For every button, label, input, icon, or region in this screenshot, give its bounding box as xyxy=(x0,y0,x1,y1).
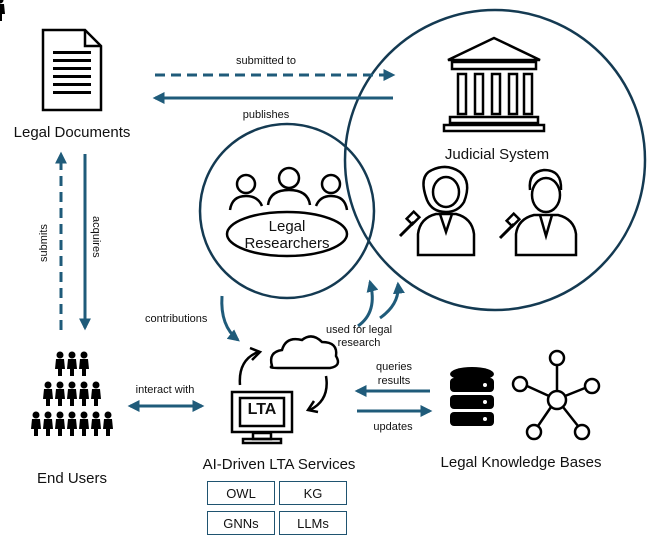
knowledge-graph-icon xyxy=(511,349,601,441)
arrow-contributions xyxy=(220,295,240,342)
legal-documents-label: Legal Documents xyxy=(13,124,131,141)
lta-screen-text: LTA xyxy=(247,401,277,418)
judicial-system-circle xyxy=(343,8,647,312)
courthouse-icon xyxy=(442,36,546,133)
queries-line2: results xyxy=(377,375,411,387)
edge-label-contributions: contributions xyxy=(145,313,208,325)
tech-box-gnns: GNNs xyxy=(207,511,275,535)
cloud-icon xyxy=(269,335,340,370)
tech-box-owl: OWL xyxy=(207,481,275,505)
arrow-used-for-research-1 xyxy=(357,279,379,328)
tech-box-kg: KG xyxy=(279,481,347,505)
judge-male-icon xyxy=(498,168,578,257)
edge-label-publishes: publishes xyxy=(242,109,290,121)
arrow-used-for-research-2 xyxy=(379,281,405,320)
lta-monitor-icon xyxy=(230,390,294,445)
legal-researchers-label: Legal Researchers xyxy=(244,218,329,252)
queries-line1: queries xyxy=(375,361,413,373)
edge-label-interact-with: interact with xyxy=(135,384,195,396)
services-label: AI-Driven LTA Services xyxy=(202,456,356,473)
database-icon xyxy=(450,367,494,426)
legal-researchers-line2: Researchers xyxy=(244,235,330,252)
legal-researchers-line1: Legal xyxy=(268,218,306,235)
edge-label-used-for-research: used for legal research xyxy=(326,324,392,350)
used-for-line1: used for legal xyxy=(325,324,393,336)
tech-box-llms: LLMs xyxy=(279,511,347,535)
judicial-system-label: Judicial System xyxy=(444,146,550,163)
end-users-label: End Users xyxy=(36,470,108,487)
arrows xyxy=(55,69,433,417)
edge-label-updates: updates xyxy=(373,421,413,433)
crowd-icon xyxy=(0,0,113,436)
cycle-arrows-icon xyxy=(238,346,328,414)
document-icon xyxy=(41,28,103,112)
knowledge-bases-label: Legal Knowledge Bases xyxy=(440,454,602,471)
judge-female-icon xyxy=(398,165,476,257)
researchers-group-icon xyxy=(225,166,349,258)
edge-label-submitted-to: submitted to xyxy=(236,55,296,67)
edge-label-submits: submits xyxy=(38,224,50,262)
legal-researchers-circle xyxy=(198,122,376,300)
edge-label-queries: queries results xyxy=(376,360,412,388)
used-for-line2: research xyxy=(337,337,381,349)
edge-label-acquires: acquires xyxy=(90,216,102,258)
